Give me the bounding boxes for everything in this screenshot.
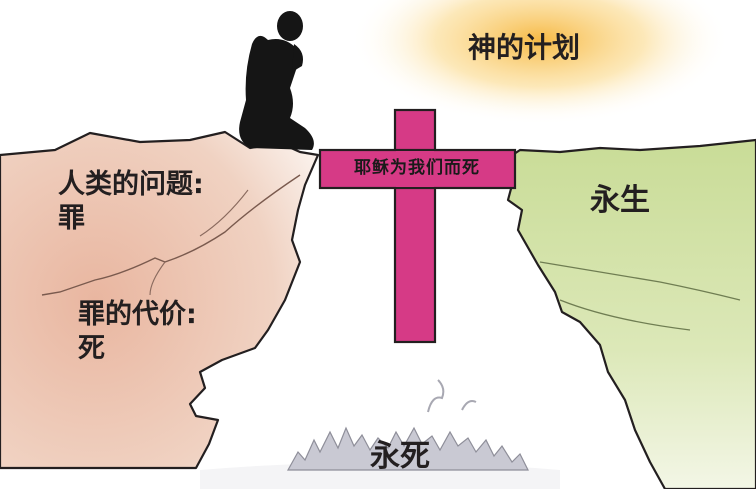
human-problem-answer: 罪 xyxy=(58,202,85,234)
praying-figure xyxy=(239,11,314,151)
cross-caption: 耶稣为我们而死 xyxy=(354,158,480,178)
glow xyxy=(350,0,730,125)
death-smoke xyxy=(427,379,477,413)
death-flames xyxy=(286,426,529,471)
left-cliff-crack-2 xyxy=(149,189,249,296)
eternal-life-label: 永生 xyxy=(590,183,650,218)
cost-of-sin-title: 罪的代价: xyxy=(78,299,197,330)
cost-of-sin-label: 罪的代价: 死 xyxy=(78,298,197,366)
human-problem-title: 人类的问题: xyxy=(58,169,204,200)
right-cliff xyxy=(506,138,756,489)
human-problem-label: 人类的问题: 罪 xyxy=(58,168,204,236)
eternal-death-label: 永死 xyxy=(370,439,430,474)
left-cliff-crack xyxy=(41,174,301,296)
cross xyxy=(318,108,517,344)
right-cliff-crack xyxy=(539,261,741,331)
left-cliff xyxy=(0,130,320,470)
cost-of-sin-answer: 死 xyxy=(78,332,105,364)
gods-plan-label: 神的计划 xyxy=(468,31,581,64)
